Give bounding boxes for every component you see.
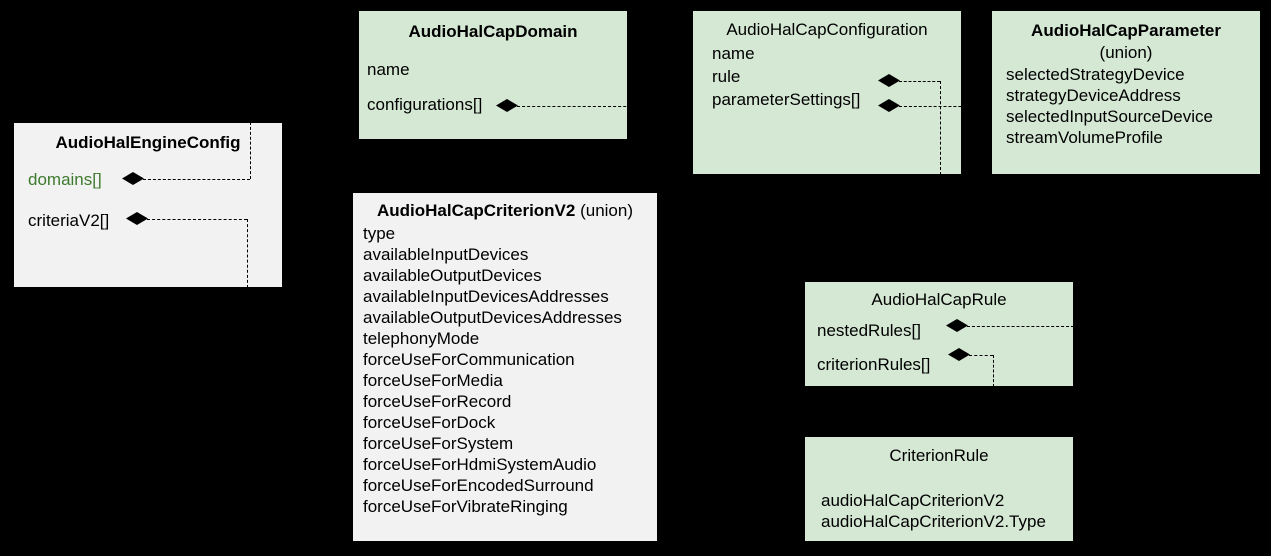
composition-diamond-rule [878,74,900,87]
attribute-force-use-for-hdmi-system-audio: forceUseForHdmiSystemAudio [363,455,597,474]
class-box-audio-hal-cap-rule[interactable]: AudioHalCapRule nestedRules[] criterionR… [804,281,1074,387]
class-box-audio-hal-cap-configuration[interactable]: AudioHalCapConfiguration name rule param… [692,10,962,175]
attribute-force-use-for-system: forceUseForSystem [363,434,514,453]
connector-nested-rules-horizontal [967,326,1074,327]
class-title-audio-hal-cap-criterion-v2: AudioHalCapCriterionV2 (union) [353,200,657,222]
attribute-telephony-mode: telephonyMode [363,329,480,348]
attribute-force-use-for-encoded-surround: forceUseForEncodedSurround [363,476,594,495]
class-box-criterion-rule[interactable]: CriterionRule audioHalCapCriterionV2 aud… [804,436,1074,542]
composition-diamond-parameter-settings [878,99,900,112]
attribute-parameter-settings: parameterSettings[] [712,90,861,109]
connector-criterion-rules-vertical [993,355,994,387]
attribute-selected-input-source-device: selectedInputSourceDevice [1006,107,1213,126]
attribute-audio-hal-cap-criterion-v2: audioHalCapCriterionV2 [821,491,1005,510]
connector-rule-vertical [940,81,941,175]
class-title-union-suffix: (union) [575,201,633,220]
attribute-audio-hal-cap-criterion-v2-type: audioHalCapCriterionV2.Type [821,512,1046,531]
attribute-force-use-for-dock: forceUseForDock [363,413,496,432]
class-box-audio-hal-engine-config[interactable]: AudioHalEngineConfig domains[] criteriaV… [13,122,283,288]
attribute-domains: domains[] [28,170,102,189]
class-box-audio-hal-cap-parameter[interactable]: AudioHalCapParameter (union) selectedStr… [991,10,1261,175]
attribute-force-use-for-vibrate-ringing: forceUseForVibrateRinging [363,497,568,516]
attribute-criteria-v2: criteriaV2[] [28,211,110,230]
composition-diamond-nested-rules [946,319,968,332]
attribute-selected-strategy-device: selectedStrategyDevice [1006,65,1185,84]
attribute-available-input-devices: availableInputDevices [363,245,529,264]
connector-domains-horizontal [143,179,250,180]
composition-diamond-criteria-v2 [126,212,148,225]
attribute-force-use-for-record: forceUseForRecord [363,392,512,411]
connector-rule-horizontal [899,81,940,82]
class-title-audio-hal-cap-rule: AudioHalCapRule [871,290,1007,309]
connector-domains-vertical [250,122,251,179]
attribute-name: name [367,60,410,79]
attribute-stream-volume-profile: streamVolumeProfile [1006,128,1163,147]
class-title-audio-hal-cap-domain: AudioHalCapDomain [408,22,578,41]
attribute-force-use-for-media: forceUseForMedia [363,371,503,390]
connector-criteria-v2-vertical [247,219,248,288]
attribute-nested-rules: nestedRules[] [817,321,921,340]
class-title-audio-hal-cap-parameter: AudioHalCapParameter [1031,21,1221,40]
composition-diamond-configurations [496,99,518,112]
composition-diamond-criterion-rules [948,348,970,361]
attribute-strategy-device-address: strategyDeviceAddress [1006,86,1181,105]
attribute-config-name: name [712,44,755,63]
attribute-available-output-devices-addresses: availableOutputDevicesAddresses [363,308,622,327]
class-title-audio-hal-engine-config: AudioHalEngineConfig [55,133,241,152]
attribute-force-use-for-communication: forceUseForCommunication [363,350,575,369]
connector-criterion-rules-horizontal [969,355,993,356]
composition-diamond-domains [122,172,144,185]
attribute-available-output-devices: availableOutputDevices [363,266,542,285]
class-title-audio-hal-cap-configuration: AudioHalCapConfiguration [726,20,928,39]
class-subtitle-union: (union) [1099,43,1153,62]
attribute-criterion-rules: criterionRules[] [817,355,931,374]
class-title-text: AudioHalCapCriterionV2 [377,201,576,220]
attribute-available-input-devices-addresses: availableInputDevicesAddresses [363,287,609,306]
class-title-criterion-rule: CriterionRule [889,446,989,465]
connector-configurations-horizontal [517,106,692,107]
connector-parameter-settings-horizontal [899,106,991,107]
class-box-audio-hal-cap-domain[interactable]: AudioHalCapDomain name configurations[] [358,10,628,140]
connector-criteria-v2-horizontal [147,219,247,220]
attribute-type: type [363,224,396,243]
attribute-configurations: configurations[] [367,95,483,114]
attribute-rule: rule [712,67,741,86]
class-box-audio-hal-cap-criterion-v2[interactable]: AudioHalCapCriterionV2 (union) type avai… [352,192,658,542]
